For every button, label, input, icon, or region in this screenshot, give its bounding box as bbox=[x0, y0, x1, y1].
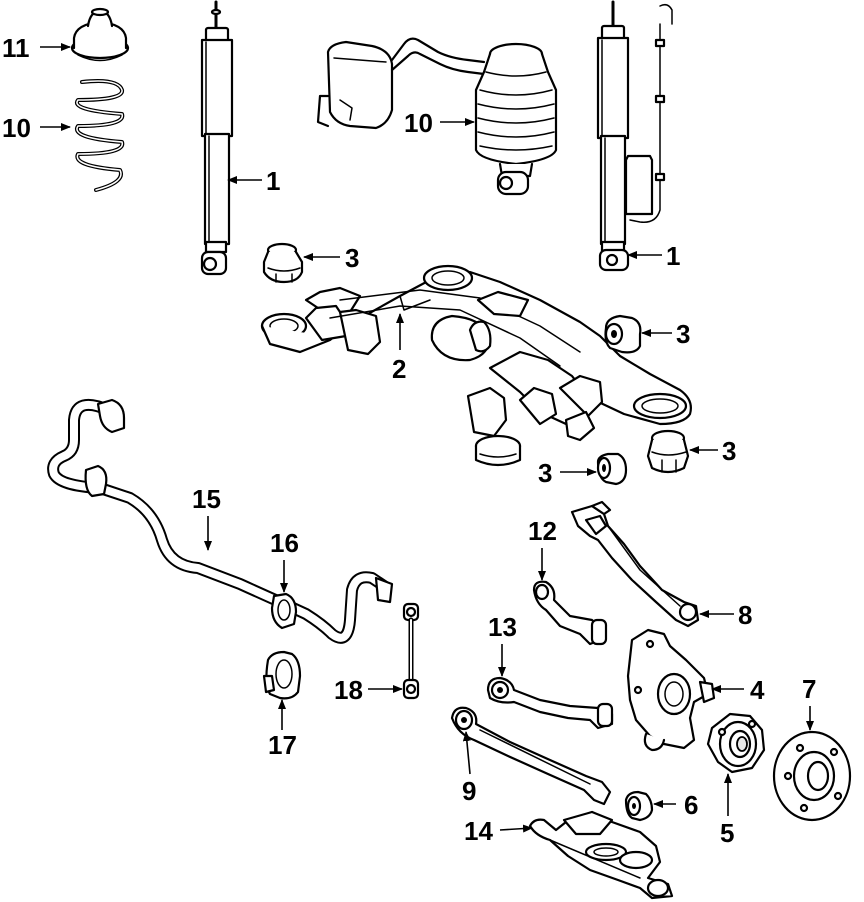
spring-seat-part-11 bbox=[70, 7, 130, 62]
spring-link-part-14 bbox=[528, 810, 674, 900]
arrow-14 bbox=[499, 824, 533, 833]
callout-12: 12 bbox=[528, 516, 557, 546]
callout-1-left: 1 bbox=[266, 166, 280, 196]
callout-9: 9 bbox=[462, 776, 476, 806]
air-spring-part-10 bbox=[316, 37, 558, 196]
callout-6: 6 bbox=[684, 790, 698, 820]
callout-11: 11 bbox=[2, 33, 30, 63]
callout-arrows bbox=[40, 43, 814, 833]
callout-10-left: 10 bbox=[2, 113, 31, 143]
stabilizer-bushing-part-16 bbox=[270, 592, 298, 630]
callout-14: 14 bbox=[464, 816, 493, 846]
mount-bushing-part-3-top bbox=[262, 242, 304, 284]
wheel-bearing-part-5 bbox=[706, 712, 766, 774]
callout-5: 5 bbox=[720, 818, 734, 848]
callout-3-right: 3 bbox=[676, 319, 690, 349]
control-arm-part-8 bbox=[570, 500, 700, 628]
rear-subframe-part-2 bbox=[260, 264, 692, 467]
callout-10-center: 10 bbox=[404, 108, 433, 138]
bushing-part-6 bbox=[624, 790, 654, 822]
callout-3-top: 3 bbox=[345, 243, 359, 273]
shock-absorber-part-1-right bbox=[596, 0, 673, 272]
callout-2: 2 bbox=[392, 354, 406, 384]
bushing-part-3-lower-large bbox=[646, 429, 690, 474]
coil-spring-part-10 bbox=[74, 79, 125, 192]
callout-1-right: 1 bbox=[666, 241, 680, 271]
wheel-hub-part-7 bbox=[772, 730, 852, 822]
callout-4: 4 bbox=[750, 675, 765, 705]
callout-13: 13 bbox=[488, 612, 517, 642]
callout-18: 18 bbox=[334, 675, 363, 705]
callout-labels: 11 10 1 10 1 3 2 3 3 3 15 16 12 8 13 18 … bbox=[2, 33, 816, 848]
stabilizer-bar-part-15 bbox=[47, 398, 394, 644]
shock-absorber-part-1-left bbox=[200, 0, 234, 276]
toe-arm-part-13 bbox=[486, 676, 614, 730]
callout-7: 7 bbox=[802, 674, 816, 704]
bushing-part-3-lower-small bbox=[596, 452, 628, 486]
camber-arm-part-12 bbox=[532, 580, 608, 646]
callout-15: 15 bbox=[192, 484, 221, 514]
stabilizer-link-part-18 bbox=[402, 602, 420, 700]
callout-17: 17 bbox=[268, 730, 297, 760]
arrow-9 bbox=[462, 731, 471, 775]
callout-16: 16 bbox=[270, 528, 299, 558]
stabilizer-bushing-part-17 bbox=[262, 650, 302, 700]
wheel-carrier-part-4 bbox=[626, 628, 716, 752]
callout-3-lower-right: 3 bbox=[722, 436, 736, 466]
bushing-part-3-right-upper bbox=[604, 314, 642, 354]
callout-8: 8 bbox=[738, 600, 752, 630]
callout-3-lower: 3 bbox=[538, 458, 552, 488]
